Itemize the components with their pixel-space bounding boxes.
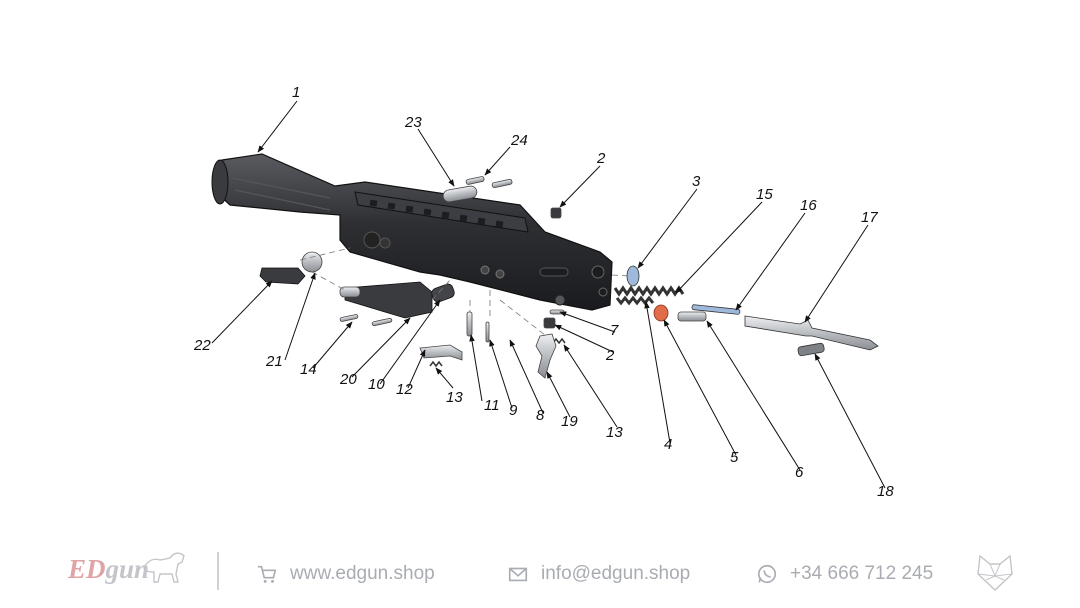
edgun-logo[interactable]: EDgun — [68, 554, 149, 585]
wolf-head-icon — [977, 554, 1013, 591]
callout-label: 18 — [877, 483, 894, 500]
callout-label: 2 — [605, 347, 615, 364]
phone-text: +34 666 712 245 — [790, 563, 934, 584]
callout-label: 7 — [610, 322, 619, 339]
website-text: www.edgun.shop — [290, 563, 435, 584]
callout-label: 1 — [292, 84, 300, 101]
callout-labels: 1 2 3 15 16 17 23 24 22 21 14 20 10 12 1… — [193, 84, 894, 500]
receiver-body — [211, 153, 613, 311]
callout-label: 6 — [795, 464, 804, 481]
callout-label: 12 — [396, 381, 413, 398]
email-text: info@edgun.shop — [541, 563, 691, 584]
website-link[interactable]: www.edgun.shop — [256, 560, 435, 588]
callout-label: 23 — [404, 114, 422, 131]
callout-label: 13 — [446, 389, 463, 406]
callout-label: 17 — [861, 209, 878, 226]
callout-label: 5 — [730, 449, 739, 466]
callout-label: 16 — [800, 197, 817, 214]
callout-label: 4 — [664, 436, 672, 453]
callout-label: 21 — [265, 353, 283, 370]
callout-label: 13 — [606, 424, 623, 441]
dog-logo-icon — [143, 552, 185, 583]
footer-divider — [217, 552, 219, 590]
email-link[interactable]: info@edgun.shop — [507, 560, 690, 588]
callout-label: 24 — [510, 132, 528, 149]
callout-label: 11 — [484, 397, 500, 414]
whatsapp-icon — [757, 564, 777, 584]
callout-label: 19 — [561, 413, 578, 430]
alignment-lines — [299, 247, 631, 336]
callout-label: 10 — [368, 376, 385, 393]
callout-label: 22 — [193, 337, 211, 354]
small-parts — [259, 176, 879, 379]
callout-label: 2 — [596, 150, 606, 167]
cart-icon — [257, 565, 277, 583]
callout-label: 3 — [692, 173, 701, 190]
phone-link[interactable]: +34 666 712 245 — [756, 560, 933, 588]
footer-bar: EDgun www.edgun.shop info@edgun.shop +34… — [0, 540, 1080, 608]
callout-label: 20 — [339, 371, 357, 388]
callout-label: 15 — [756, 186, 773, 203]
callout-label: 14 — [300, 361, 317, 378]
callout-label: 8 — [536, 407, 545, 424]
leader-lines — [211, 100, 886, 489]
callout-label: 9 — [509, 402, 518, 419]
logo-ed-text: ED — [68, 554, 106, 584]
logo-gun-text: gun — [105, 554, 150, 584]
mail-icon — [508, 567, 528, 582]
